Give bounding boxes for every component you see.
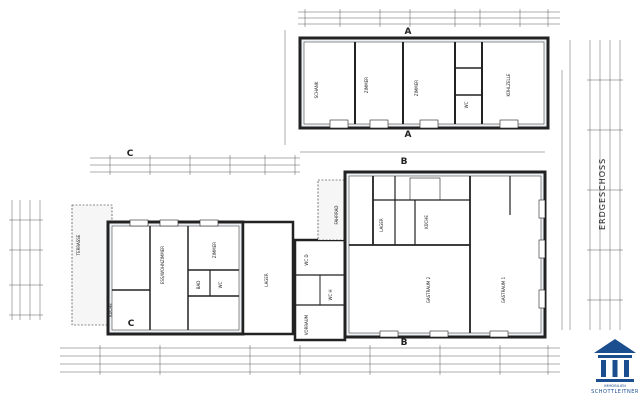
logo-line1: IMMOBILIEN [604,384,626,388]
room-zimmer-b: ZIMMER [414,80,419,96]
window-marks [129,119,546,338]
section-a-top: A [405,27,412,37]
dimension-ticks [9,9,623,375]
room-zimmer-a: ZIMMER [364,77,369,93]
room-essen: ESS/WOHNZIMMER [160,246,165,284]
company-logo-icon [594,339,636,382]
section-c-bottom: C [128,319,135,329]
room-wc-h: WC H [328,289,333,300]
room-zimmer-left: ZIMMER [212,242,217,258]
room-schank: SCHANK [314,81,319,98]
room-wc-d: WC D [304,254,309,265]
section-c-top: C [127,149,134,159]
left-wing [71,204,295,336]
room-lager-right: LAGER [379,218,384,232]
room-kuehlzelle: KÜHLZELLE [506,73,511,96]
middle-block [293,238,347,342]
room-gastraum-2: GASTRAUM 2 [426,276,431,303]
room-lager-mid: LAGER [264,273,269,287]
floor-title: ERDGESCHOSS [598,157,607,230]
room-kueche: KÜCHE [424,215,429,229]
section-b-top: B [401,157,408,167]
room-fahrrad: FAHRRAD [334,206,339,225]
upper-wing [298,36,550,130]
room-vorraum: VORRAUM [304,314,309,335]
section-a-bottom: A [405,130,412,140]
room-gastraum-1: GASTRAUM 1 [501,276,506,303]
room-bad: BAD [196,281,201,290]
section-b-bottom: B [401,338,408,348]
room-wc-left: WC [218,281,223,288]
room-wc: WC [464,101,469,108]
room-kueche-left: KÜCHE [108,303,113,317]
right-wing [317,170,547,339]
logo-line2: SCHOTTLEITNER [591,389,639,395]
room-terrasse: TERRASSE [76,234,81,256]
